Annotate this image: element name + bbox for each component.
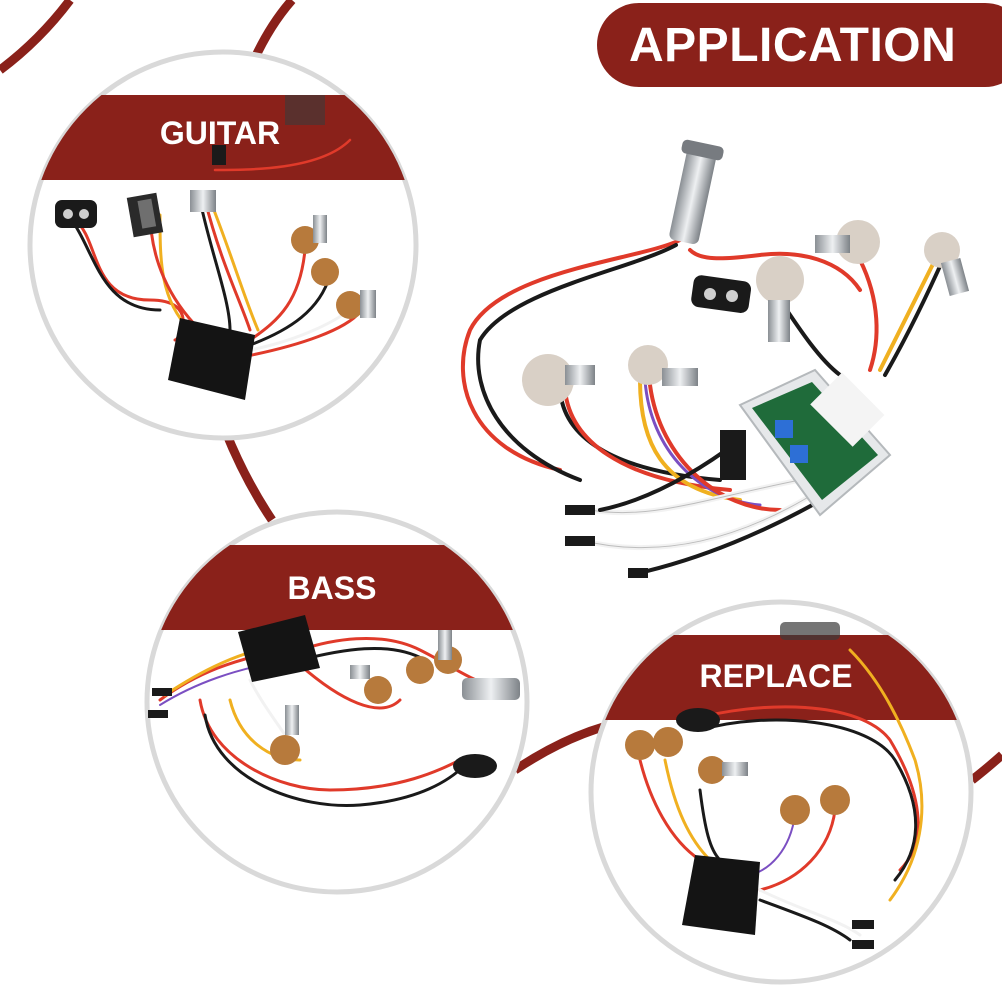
application-title: APPLICATION <box>629 18 957 72</box>
main-output-jack-icon <box>669 139 724 244</box>
preamp-circuit-board-icon <box>720 368 892 517</box>
guitar-panel: GUITAR <box>27 49 419 441</box>
replace-label: REPLACE <box>700 658 853 694</box>
bass-preamp-module-icon <box>238 615 320 682</box>
bass-connector-tips-icon <box>148 688 172 718</box>
replace-wiring-photo <box>638 648 924 942</box>
bass-battery-clip-icon <box>453 754 497 778</box>
bass-label: BASS <box>288 570 377 606</box>
replace-connector-tips-icon <box>852 920 874 949</box>
replace-output-jack-icon <box>780 622 840 640</box>
bass-potentiometer-icon <box>270 630 462 765</box>
bass-output-jack-icon <box>462 678 520 700</box>
replace-battery-clip-icon <box>676 708 720 732</box>
selector-switch-icon <box>190 190 216 212</box>
guitar-label: GUITAR <box>160 115 280 151</box>
preamp-module-icon <box>168 318 255 400</box>
replace-preamp-module-icon <box>682 855 760 935</box>
wire-connector-tips-icon <box>565 505 648 578</box>
bass-panel: BASS <box>144 509 530 895</box>
potentiometer-icon <box>291 215 376 319</box>
replace-panel: REPLACE <box>588 599 974 985</box>
application-banner: APPLICATION <box>597 3 1002 87</box>
guitar-label-band <box>30 95 416 180</box>
main-potentiometer-icon <box>522 220 970 406</box>
replace-potentiometer-icon <box>625 727 850 825</box>
output-jack-icon <box>126 192 164 238</box>
main-battery-clip-icon <box>691 275 752 313</box>
battery-clip-icon <box>55 200 97 228</box>
